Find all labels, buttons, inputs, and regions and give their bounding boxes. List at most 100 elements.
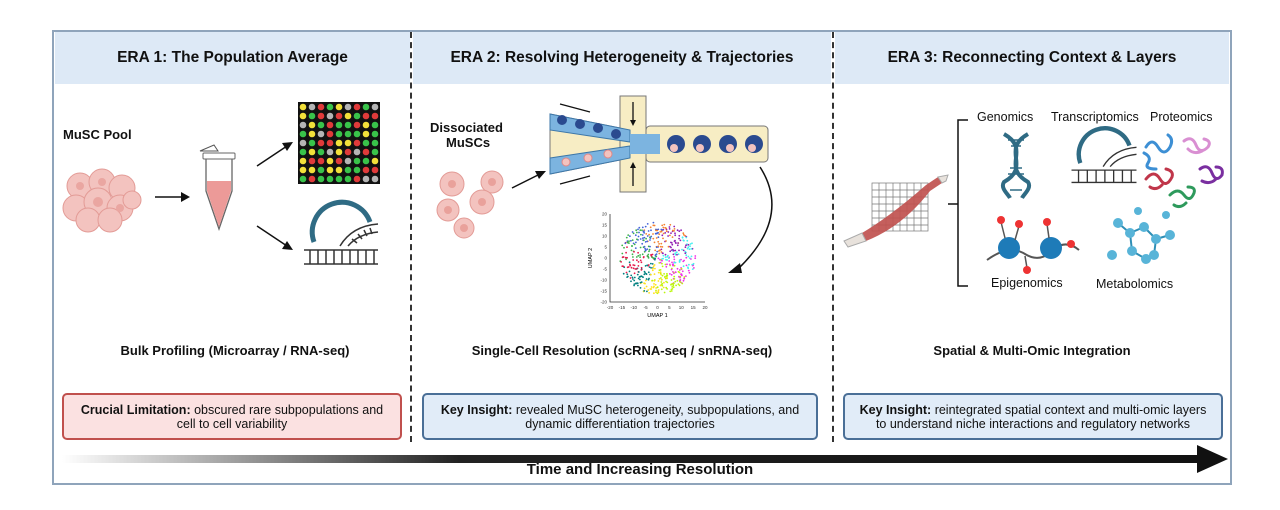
proteomics-label: Proteomics	[1150, 110, 1213, 124]
umap-point	[687, 266, 689, 269]
umap-point	[634, 268, 637, 270]
microarray-spot	[371, 121, 379, 129]
umap-point	[661, 274, 664, 277]
umap-point	[673, 225, 676, 228]
umap-point	[646, 240, 649, 243]
umap-point	[681, 282, 684, 285]
umap-point	[681, 270, 684, 273]
era3-header: ERA 3: Reconnecting Context & Layers	[835, 32, 1229, 84]
umap-point	[652, 233, 654, 235]
microarray-spot	[353, 103, 361, 111]
microarray-spot	[353, 166, 361, 174]
era3-box-content: Key Insight: reintegrated spatial contex…	[853, 403, 1213, 431]
umap-point	[627, 234, 630, 236]
umap-point	[655, 237, 658, 239]
umap-point	[628, 261, 631, 264]
microarray-spot	[371, 112, 379, 120]
umap-point	[633, 276, 636, 279]
microarray-spot	[344, 166, 352, 174]
umap-y-tick: 5	[604, 245, 607, 250]
umap-point	[671, 229, 674, 232]
umap-point	[648, 292, 650, 294]
umap-point	[629, 264, 632, 267]
umap-point	[682, 249, 685, 252]
era1-title: ERA 1: The Population Average	[117, 49, 348, 66]
umap-point	[637, 284, 639, 287]
umap-point	[690, 248, 693, 250]
microarray-spot	[344, 139, 352, 147]
umap-point	[690, 255, 693, 258]
microarray-spot	[317, 175, 325, 183]
umap-point	[638, 231, 640, 234]
umap-point	[678, 234, 681, 237]
umap-point	[656, 250, 659, 253]
umap-x-tick: -20	[607, 305, 614, 310]
umap-point	[655, 289, 657, 292]
musc-pool-cells-icon	[62, 168, 142, 233]
microarray-icon	[298, 102, 380, 184]
umap-point	[671, 286, 674, 288]
microarray-spot	[362, 175, 370, 183]
umap-point	[643, 273, 646, 276]
curved-arrow-icon	[728, 166, 773, 273]
umap-point	[639, 275, 642, 278]
umap-point	[671, 261, 673, 264]
umap-point	[636, 282, 639, 285]
umap-point	[647, 271, 650, 274]
era3-insight-box: Key Insight: reintegrated spatial contex…	[843, 393, 1223, 440]
umap-point	[665, 274, 668, 277]
umap-point	[688, 263, 690, 266]
microarray-spot	[308, 157, 316, 165]
genomics-label: Genomics	[977, 110, 1034, 124]
umap-point	[653, 292, 655, 295]
umap-point	[633, 243, 636, 246]
umap-x-tick: 10	[679, 305, 685, 310]
umap-point	[658, 243, 660, 245]
era1-limitation-box: Crucial Limitation: obscured rare subpop…	[62, 393, 402, 440]
umap-point	[687, 269, 690, 272]
umap-point	[629, 235, 631, 238]
microarray-spot	[335, 130, 343, 138]
umap-point	[662, 226, 665, 229]
umap-point	[653, 283, 655, 285]
dissociated-cells-icon	[436, 170, 504, 239]
umap-point	[661, 265, 664, 268]
umap-point	[674, 252, 676, 255]
microarray-spot	[335, 148, 343, 156]
umap-point	[650, 273, 652, 276]
microarray-spot	[362, 166, 370, 174]
umap-point	[670, 279, 673, 281]
microarray-spot	[317, 139, 325, 147]
era1-box-label: Crucial Limitation:	[80, 402, 191, 417]
umap-point	[648, 266, 651, 268]
umap-point	[649, 245, 651, 248]
umap-point	[677, 283, 680, 285]
umap-point	[661, 224, 664, 227]
umap-point	[643, 282, 645, 285]
umap-point	[641, 253, 644, 256]
umap-point	[684, 246, 687, 249]
microarray-spot	[371, 157, 379, 165]
umap-point	[647, 289, 650, 291]
umap-point	[693, 267, 695, 269]
umap-point	[631, 245, 633, 247]
umap-point	[624, 256, 627, 259]
umap-point	[625, 236, 628, 239]
umap-point	[650, 262, 652, 265]
umap-y-tick: -10	[600, 278, 607, 283]
umap-point	[668, 228, 671, 230]
umap-point	[670, 242, 673, 244]
umap-point	[650, 286, 653, 288]
umap-point	[660, 248, 663, 251]
umap-point	[632, 256, 634, 258]
microarray-spot	[371, 103, 379, 111]
umap-point	[678, 271, 681, 274]
microarray-spot	[335, 103, 343, 111]
umap-point	[650, 235, 653, 238]
umap-point	[622, 265, 625, 268]
microarray-spot	[308, 139, 316, 147]
umap-point	[649, 236, 651, 239]
umap-point	[673, 256, 675, 258]
umap-point	[641, 234, 644, 236]
